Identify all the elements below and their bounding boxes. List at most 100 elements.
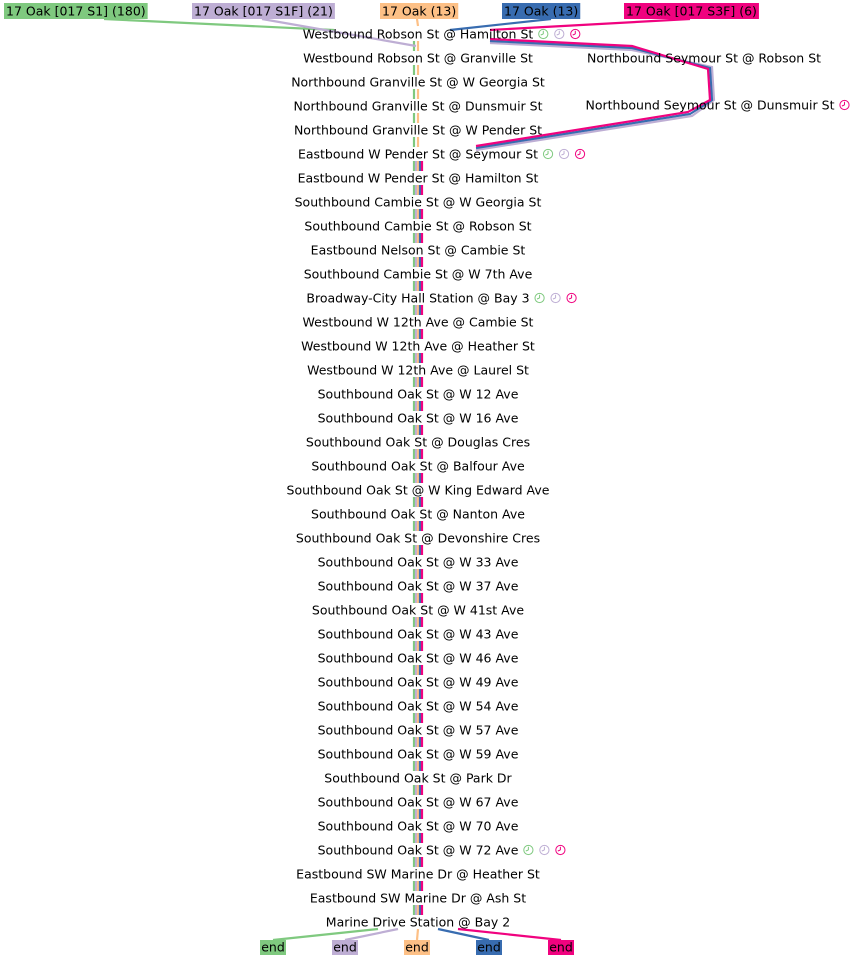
- end-swatch: [548, 940, 574, 955]
- end-label: end: [549, 940, 573, 955]
- stop-label: Southbound Oak St @ W 59 Ave: [318, 747, 519, 762]
- route-end-connector-s1f: [344, 927, 399, 942]
- stop-labels: Westbound Robson St @ Hamilton St Westbou…: [287, 27, 550, 930]
- stop-label: Southbound Oak St @ W King Edward Ave: [287, 483, 550, 498]
- clock-icon: [542, 148, 554, 160]
- branch-stop-label: Northbound Seymour St @ Dunsmuir St: [586, 98, 835, 113]
- clock-icon: [555, 844, 566, 856]
- end-swatch: [260, 940, 286, 955]
- clock-icon: [554, 28, 565, 40]
- stop-label: Westbound W 12th Ave @ Heather St: [301, 339, 535, 354]
- legend-item-s1: 17 Oak [017 S1] (180): [4, 3, 148, 19]
- legend-item-oak: 17 Oak (13): [380, 3, 459, 19]
- route-start-connector-s3f: [489, 17, 691, 32]
- branch-segment-s3f: [475, 37, 712, 148]
- end-label-oak: end: [404, 940, 430, 955]
- stop-label: Southbound Oak St @ W 46 Ave: [318, 651, 519, 666]
- stop-label: Northbound Granville St @ Dunsmuir St: [294, 99, 543, 114]
- legend-swatch: [4, 3, 148, 19]
- stop-label: Eastbound W Pender St @ Hamilton St: [298, 171, 539, 186]
- stop-label: Southbound Oak St @ W 37 Ave: [318, 579, 519, 594]
- stop-label: Southbound Oak St @ Park Dr: [324, 771, 512, 786]
- route-lines: [103, 17, 716, 942]
- stop-label: Southbound Oak St @ W 12 Ave: [318, 387, 519, 402]
- legend-label: 17 Oak (13): [504, 4, 578, 19]
- stop-label: Northbound Granville St @ W Pender St: [294, 123, 542, 138]
- legend-swatch: [624, 3, 759, 19]
- route-start-connector-oak: [415, 18, 420, 27]
- route-legend: 17 Oak [017 S1] (180) 17 Oak [017 S1F] (2…: [4, 3, 759, 19]
- route-start-connector-s1: [103, 17, 335, 32]
- clock-icon: [574, 148, 586, 160]
- route-end-connector-s1: [272, 927, 379, 942]
- stop-label: Eastbound SW Marine Dr @ Heather St: [296, 867, 540, 882]
- legend-label: 17 Oak [017 S3F] (6): [626, 4, 757, 19]
- stop-label: Southbound Oak St @ W 57 Ave: [318, 723, 519, 738]
- stop-label: Westbound W 12th Ave @ Laurel St: [307, 363, 529, 378]
- end-swatch: [332, 940, 358, 955]
- end-swatch: [404, 940, 430, 955]
- timepoint-icons: [523, 28, 850, 856]
- route-start-connector-s1f: [261, 17, 417, 48]
- branch-stop-labels: Northbound Seymour St @ Robson St Northbo…: [586, 51, 835, 113]
- end-label-oak2: end: [476, 940, 502, 955]
- clock-icon: [538, 28, 549, 40]
- route-end-connector-oak2: [437, 927, 490, 942]
- end-label: end: [405, 940, 429, 955]
- legend-label: 17 Oak [017 S1] (180): [6, 4, 146, 19]
- stop-label: Eastbound W Pender St @ Seymour St: [298, 147, 538, 162]
- clock-icon: [534, 292, 545, 304]
- branch-stop-label: Northbound Seymour St @ Robson St: [587, 51, 821, 66]
- legend-swatch: [192, 3, 335, 19]
- stop-label: Eastbound SW Marine Dr @ Ash St: [310, 891, 526, 906]
- legend-item-s3f: 17 Oak [017 S3F] (6): [624, 3, 759, 19]
- branch-segment-oak2: [475, 39, 714, 150]
- stop-label: Westbound Robson St @ Granville St: [303, 51, 533, 66]
- end-swatch: [476, 940, 502, 955]
- legend-label: 17 Oak [017 S1F] (21): [194, 4, 333, 19]
- stop-label: Northbound Granville St @ W Georgia St: [291, 75, 545, 90]
- stop-label: Southbound Oak St @ W 67 Ave: [318, 795, 519, 810]
- clock-icon: [839, 99, 850, 111]
- stop-label: Eastbound Nelson St @ Cambie St: [311, 243, 526, 258]
- legend-label: 17 Oak (13): [382, 4, 456, 19]
- branch-segment-s1f: [475, 41, 716, 152]
- clock-icon: [539, 844, 550, 856]
- clock-icon: [566, 292, 577, 304]
- end-label-s1f: end: [332, 940, 358, 955]
- legend-item-oak2: 17 Oak (13): [502, 3, 581, 19]
- stop-label: Westbound W 12th Ave @ Cambie St: [303, 315, 534, 330]
- route-end-labels: end end end end end: [260, 940, 574, 955]
- stop-label: Southbound Oak St @ W 70 Ave: [318, 819, 519, 834]
- clock-icon: [550, 292, 561, 304]
- stop-label: Southbound Oak St @ Nanton Ave: [311, 507, 525, 522]
- route-end-connector-s3f: [457, 927, 562, 942]
- stop-label: Broadway-City Hall Station @ Bay 3: [306, 291, 529, 306]
- end-label: end: [477, 940, 501, 955]
- clock-icon: [523, 844, 534, 856]
- legend-item-s1f: 17 Oak [017 S1F] (21): [192, 3, 335, 19]
- clock-icon: [570, 28, 581, 40]
- end-label-s3f: end: [548, 940, 574, 955]
- stop-label: Southbound Oak St @ Devonshire Cres: [296, 531, 540, 546]
- stop-label: Southbound Oak St @ W 43 Ave: [318, 627, 519, 642]
- route-start-connector-oak2: [449, 17, 552, 32]
- stop-label: Southbound Oak St @ W 33 Ave: [318, 555, 519, 570]
- legend-swatch: [380, 3, 459, 19]
- stop-label: Marine Drive Station @ Bay 2: [326, 915, 510, 930]
- clock-icon: [558, 148, 570, 160]
- stop-label: Southbound Oak St @ W 16 Ave: [318, 411, 519, 426]
- end-label: end: [261, 940, 285, 955]
- legend-swatch: [502, 3, 581, 19]
- stop-label: Southbound Oak St @ W 41st Ave: [312, 603, 524, 618]
- route-end-connector-oak: [415, 928, 420, 941]
- stop-label: Southbound Oak St @ W 54 Ave: [318, 699, 519, 714]
- stop-label: Southbound Cambie St @ Robson St: [304, 219, 531, 234]
- stop-label: Southbound Oak St @ Douglas Cres: [306, 435, 530, 450]
- stop-label: Southbound Oak St @ W 72 Ave: [318, 843, 519, 858]
- stop-label: Westbound Robson St @ Hamilton St: [303, 27, 534, 42]
- stop-label: Southbound Oak St @ W 49 Ave: [318, 675, 519, 690]
- end-label: end: [333, 940, 357, 955]
- end-label-s1: end: [260, 940, 286, 955]
